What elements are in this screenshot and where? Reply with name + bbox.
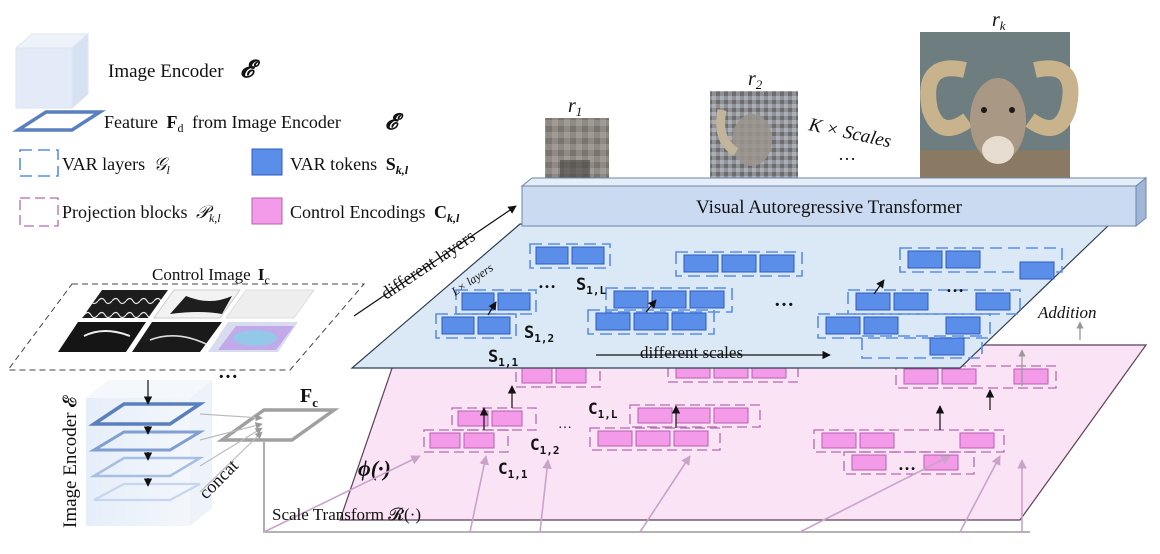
legend-control-symbol: C <box>434 202 447 222</box>
legend-projection-label: Projection blocks <box>62 202 187 222</box>
svg-text:VAR tokens Sk,l: VAR tokens Sk,l <box>290 154 409 177</box>
output-images: r1 r2 rk K × Scales … <box>545 9 1079 184</box>
image-r2-label: r <box>748 68 756 90</box>
control-dots-2: … <box>898 454 916 474</box>
svg-text:r2: r2 <box>748 68 763 92</box>
svg-text:C1,1: C1,1 <box>498 459 528 481</box>
svg-text:Control Encodings Ck,l: Control Encodings Ck,l <box>290 202 460 225</box>
image-r1-label: r <box>568 95 576 117</box>
svg-text:Control Image Ic: Control Image Ic <box>152 265 270 287</box>
svg-text:S1,L: S1,L <box>576 275 606 297</box>
image-rk-label: r <box>992 9 1000 31</box>
svg-text:S1,2: S1,2 <box>524 323 554 345</box>
control-image: Control Image Ic … <box>7 265 366 383</box>
svg-text:VAR layers 𝒢l: VAR layers 𝒢l <box>62 154 171 177</box>
svg-text:r1: r1 <box>568 95 582 119</box>
image-encoder-vertical-label: Image Encoder 𝓔 <box>60 395 81 528</box>
s11-label: S <box>488 347 498 367</box>
control-arrows <box>479 385 995 430</box>
legend-var-layers-symbol: 𝒢 <box>154 154 170 174</box>
legend-feature-sub: d <box>177 121 183 135</box>
control-image-symbol: I <box>258 265 265 284</box>
legend-projection-blocks: Projection blocks 𝒫k,l <box>19 197 221 227</box>
legend-var-tokens: VAR tokens Sk,l <box>251 148 409 177</box>
s1L-sub: 1,L <box>586 284 606 297</box>
legend-feature: Feature Fd from Image Encoder 𝓔 <box>12 109 404 136</box>
legend-var-tokens-sub: k,l <box>396 163 409 177</box>
addition: Addition <box>1018 303 1097 386</box>
legend-control-sub: k,l <box>447 211 460 225</box>
image-encoder-stack: Image Encoder 𝓔 <box>60 380 212 528</box>
different-scales-label: different scales <box>640 343 743 362</box>
transformer-box: Visual Autoregressive Transformer <box>520 176 1148 228</box>
legend-control-label: Control Encodings <box>290 202 426 222</box>
control-plane: ϕ(·) <box>339 344 1148 521</box>
svg-text:Feature Fd fro: Feature Fd from Image Encoder <box>104 112 341 136</box>
svg-text:C1,L: C1,L <box>588 399 618 421</box>
svg-text:C1,2: C1,2 <box>530 435 560 457</box>
c12-sub: 1,2 <box>540 444 560 457</box>
c11-label: C <box>498 459 508 478</box>
var-dots-2: … <box>774 289 794 311</box>
scale-transform-label: Scale Transform 𝓡(·) <box>272 505 421 524</box>
s12-sub: 1,2 <box>534 332 554 345</box>
scale-transform: Scale Transform 𝓡(·) <box>263 442 1030 533</box>
addition-label: Addition <box>1037 303 1097 322</box>
svg-text:rk: rk <box>992 9 1006 33</box>
control-image-label: Control Image <box>152 265 251 284</box>
s12-label: S <box>524 323 534 343</box>
image-r2: r2 <box>710 68 798 183</box>
legend-control-encodings: Control Encodings Ck,l <box>251 197 460 225</box>
legend-feature-encoder-symbol: 𝓔 <box>385 109 404 134</box>
var-dots-3: … <box>946 276 964 296</box>
c1L-sub: 1,L <box>598 408 618 421</box>
legend-image-encoder-label: Image Encoder <box>108 61 224 82</box>
s1L-label: S <box>576 275 586 295</box>
legend-projection-sub: k,l <box>209 211 221 225</box>
legend-feature-label: Feature <box>104 112 158 132</box>
phi-label: ϕ(·) <box>358 456 391 481</box>
var-dots-1: … <box>538 272 556 292</box>
legend-var-layers: VAR layers 𝒢l <box>19 149 171 177</box>
legend-image-encoder-symbol: 𝓔 <box>240 57 261 83</box>
images-ellipsis: … <box>838 144 856 164</box>
legend-feature-from: from Image Encoder <box>192 112 341 132</box>
image-rk-sub: k <box>1000 18 1006 33</box>
legend-var-layers-label: VAR layers <box>62 154 145 174</box>
legend-var-tokens-label: VAR tokens <box>290 154 377 174</box>
legend-feature-symbol: F <box>166 112 177 132</box>
control-image-sub: c <box>265 273 270 287</box>
c12-label: C <box>530 435 540 454</box>
image-r1: r1 <box>545 95 609 184</box>
var-arrows <box>487 279 885 360</box>
transformer-title: Visual Autoregressive Transformer <box>696 197 963 218</box>
image-rk: rk <box>920 9 1079 184</box>
image-r2-sub: 2 <box>756 77 763 92</box>
legend-var-layers-sub: l <box>167 163 171 177</box>
c1L-label: C <box>588 399 598 418</box>
c11-sub: 1,1 <box>508 468 528 481</box>
control-image-ellipsis: … <box>218 361 238 383</box>
s11-sub: 1,1 <box>498 356 518 369</box>
image-r1-sub: 1 <box>576 104 583 119</box>
legend-image-encoder: Image Encoder 𝓔 <box>14 32 261 110</box>
control-dots-1: … <box>558 417 572 432</box>
var-plane: L× layers S1,1 S1,2 S1,L … … … different… <box>350 223 1112 369</box>
fc-label: F <box>300 385 312 407</box>
svg-text:Projection blocks 𝒫k,: Projection blocks 𝒫k,l <box>62 202 221 225</box>
legend-var-tokens-symbol: S <box>386 154 396 174</box>
fc-sub: c <box>312 395 318 410</box>
legend: Image Encoder 𝓔 Feature Fd from Image En… <box>12 32 460 227</box>
var-token-groups <box>435 243 1063 359</box>
svg-text:S1,1: S1,1 <box>488 347 518 369</box>
svg-text:Fc: Fc <box>300 385 318 410</box>
